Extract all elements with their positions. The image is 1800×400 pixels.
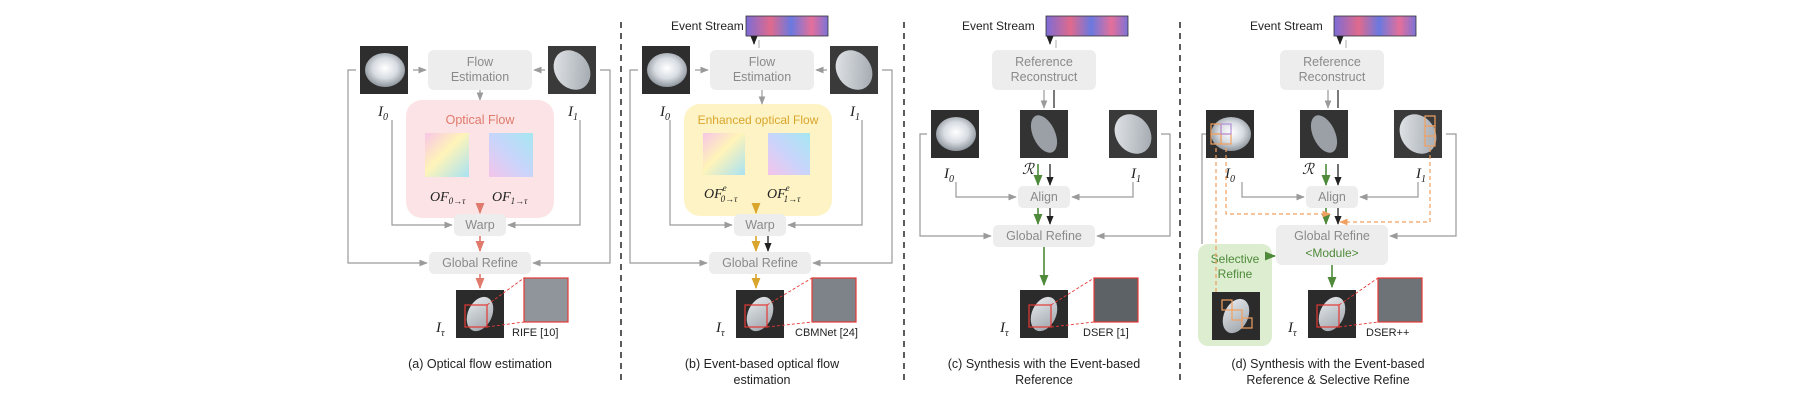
- r-label: ℛ: [1302, 162, 1315, 178]
- event-stream-label: Event Stream: [962, 19, 1035, 33]
- warp-label: Warp: [745, 218, 774, 232]
- global-refine-label: Global Refine: [1294, 229, 1370, 243]
- enhanced-flow-label: Enhanced optical Flow: [698, 113, 819, 127]
- event-stream-image: [1333, 15, 1417, 37]
- i1-label: I1: [567, 104, 578, 123]
- warp-label: Warp: [465, 218, 494, 232]
- flow-map-0: [425, 133, 469, 177]
- align-box: [1306, 186, 1358, 208]
- enhanced-flow-region: [684, 104, 832, 216]
- it-label: Iτ: [435, 320, 445, 339]
- method-label: RIFE [10]: [512, 327, 558, 339]
- caption-line-1: (b) Event-based optical flow: [685, 357, 840, 371]
- zoom-region-box: [1316, 304, 1340, 328]
- zoom-region-box: [1028, 304, 1052, 328]
- global-refine-label: Global Refine: [722, 256, 798, 270]
- event-stream-label: Event Stream: [671, 19, 744, 33]
- event-stream-image: [1045, 15, 1129, 37]
- reference-reconstruct-box: [992, 50, 1096, 90]
- align-label: Align: [1318, 190, 1346, 204]
- global-refine-label: Global Refine: [442, 256, 518, 270]
- caption-line-2: Reference & Selective Refine: [1246, 373, 1409, 387]
- warp-box: [734, 214, 786, 236]
- reference-reconstruct-box: [1280, 50, 1384, 90]
- zoom-crop-image: [1377, 277, 1423, 323]
- flow-map-1: [768, 133, 810, 175]
- global-refine-box: [429, 252, 531, 274]
- event-stream-label: Event Stream: [1250, 19, 1323, 33]
- global-refine-label: Global Refine: [1006, 229, 1082, 243]
- i1-label: I1: [849, 104, 860, 123]
- global-refine-box: [1276, 225, 1388, 265]
- i0-label: I0: [377, 104, 388, 123]
- zoom-crop-image: [1093, 277, 1139, 323]
- caption-line-1: (d) Synthesis with the Event-based: [1231, 357, 1424, 371]
- align-label: Align: [1030, 190, 1058, 204]
- zoom-crop-image: [811, 277, 857, 323]
- event-stream-image: [745, 15, 829, 37]
- global-refine-box: [993, 225, 1095, 247]
- method-label: DSER++: [1366, 327, 1409, 339]
- it-label: Iτ: [1287, 320, 1297, 339]
- optical-flow-label: Optical Flow: [446, 113, 516, 127]
- flow-map-0: [703, 133, 745, 175]
- caption-line-1: (c) Synthesis with the Event-based: [948, 357, 1140, 371]
- i0-label: I0: [943, 166, 954, 185]
- caption-line-2: estimation: [734, 373, 791, 387]
- align-box: [1018, 186, 1070, 208]
- zoom-region-box: [744, 304, 768, 328]
- of-1-label: OF1→τ: [492, 190, 528, 206]
- method-label: CBMNet [24]: [795, 327, 858, 339]
- global-refine-box: [709, 252, 811, 274]
- caption: (a) Optical flow estimation: [408, 357, 552, 371]
- caption-line-2: Reference: [1015, 373, 1073, 387]
- selected-patches: [1210, 115, 1436, 147]
- module-label: <Module>: [1305, 246, 1358, 260]
- warp-box: [454, 214, 506, 236]
- i0-label: I0: [1224, 166, 1235, 185]
- optical-flow-region: [406, 100, 554, 218]
- of-0-label: OF0→τ: [430, 190, 466, 206]
- it-label: Iτ: [999, 320, 1009, 339]
- i0-label: I0: [659, 104, 670, 123]
- flow-estimation-box: [428, 50, 532, 90]
- flow-estimation-box: [710, 50, 814, 90]
- zoom-region-box: [464, 304, 488, 328]
- method-label: DSER [1]: [1083, 327, 1129, 339]
- r-label: ℛ: [1022, 162, 1035, 178]
- zoom-crop-image: [523, 277, 569, 323]
- it-label: Iτ: [715, 320, 725, 339]
- flow-map-1: [489, 133, 533, 177]
- i1-label: I1: [1415, 166, 1426, 185]
- i1-label: I1: [1130, 166, 1141, 185]
